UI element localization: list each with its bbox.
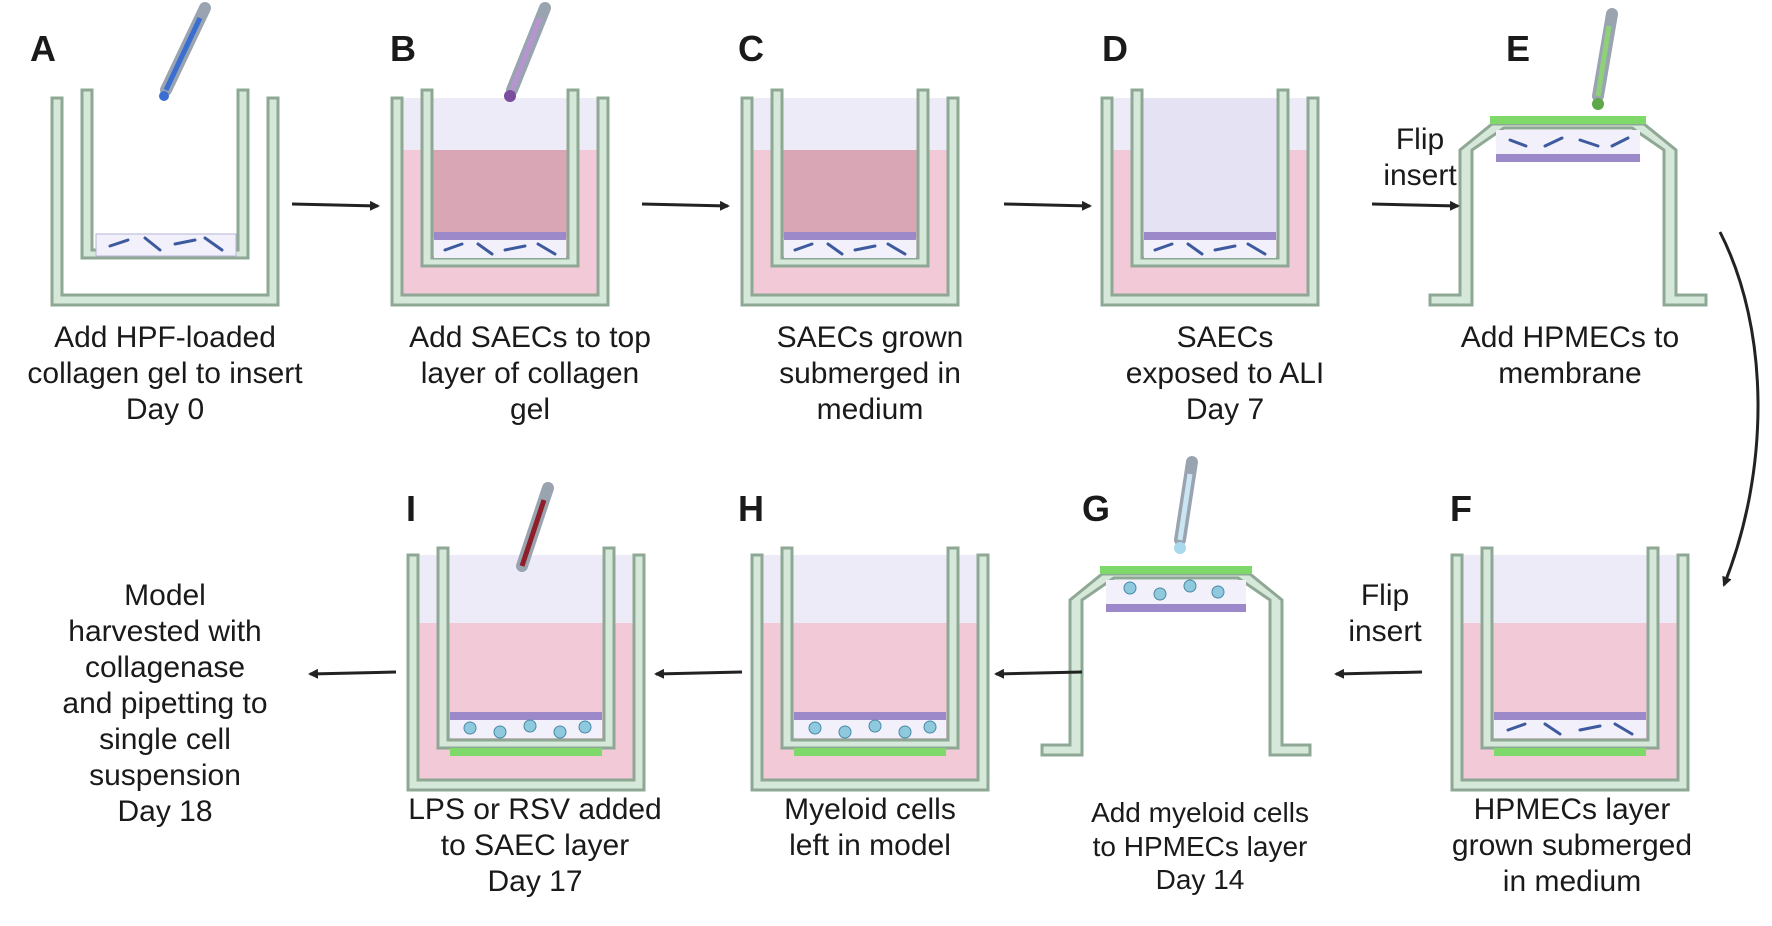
epithelium-e [1496, 154, 1640, 162]
arrow-b-to-c [641, 200, 730, 211]
caption-d: SAECs exposed to ALI Day 7 [1125, 321, 1325, 426]
well-i [406, 482, 646, 792]
arrow-i-to-final [308, 668, 397, 679]
well-h [750, 546, 990, 792]
droplet-a [159, 91, 169, 101]
arrow-e-to-f [1718, 231, 1760, 587]
caption-e: Add HPMECs to membrane [1460, 321, 1680, 390]
caption-i: LPS or RSV added to SAEC layer Day 17 [408, 793, 662, 898]
medium-inner-b [432, 150, 568, 238]
arrow-a-to-b [291, 200, 380, 211]
pipette-a [159, 2, 211, 101]
epithelium-b [434, 232, 566, 240]
collagen-gel-e [1496, 130, 1640, 154]
panel-letter-e: E [1506, 28, 1531, 69]
insert-g-flipped [1040, 456, 1312, 757]
collagen-gel-a [95, 233, 237, 257]
insert-e-flipped [1428, 8, 1708, 307]
well-c [740, 88, 960, 307]
panel-letter-i: I [406, 488, 417, 529]
panel-letter-a: A [30, 28, 56, 69]
pipette-i [516, 482, 554, 572]
endothelium-e [1490, 116, 1646, 124]
collagen-gel-b [434, 240, 566, 258]
caption-a: Add HPF-loaded collagen gel to insert Da… [27, 321, 303, 426]
panel-letter-b: B [390, 28, 416, 69]
pipette-e [1592, 8, 1618, 110]
pipette-g [1174, 456, 1198, 554]
caption-b: Add SAECs to top layer of collagen gel [409, 321, 651, 426]
flip-insert-label-top: Flip insert [1383, 123, 1457, 192]
myeloid-cells-g [1123, 579, 1225, 601]
droplet-e [1592, 98, 1604, 110]
caption-f: HPMECs layer grown submerged in medium [1451, 793, 1693, 898]
fibroblasts-a [108, 236, 224, 252]
caption-g: Add myeloid cells to HPMECs layer Day 14 [1091, 797, 1309, 896]
arrows [291, 200, 1760, 679]
final-step-text: Model harvested with collagenase and pip… [62, 579, 268, 828]
well-a [50, 2, 280, 307]
flip-insert-label-bottom: Flip insert [1348, 579, 1422, 648]
arrow-g-to-h [994, 668, 1083, 679]
arrow-h-to-i [654, 668, 743, 679]
pipette-b [504, 2, 551, 102]
panel-letter-c: C [738, 28, 764, 69]
well-f [1450, 546, 1690, 792]
caption-h: Myeloid cells left in model [784, 793, 956, 862]
arrow-c-to-d [1003, 200, 1092, 211]
arrow-d-to-e [1371, 200, 1460, 211]
panel-letter-d: D [1102, 28, 1128, 69]
panel-letter-g: G [1082, 488, 1111, 529]
well-d [1100, 88, 1320, 307]
caption-c: SAECs grown submerged in medium [776, 321, 964, 426]
droplet-g [1174, 542, 1186, 554]
panel-letter-h: H [738, 488, 764, 529]
droplet-b [504, 90, 516, 102]
panel-letter-f: F [1450, 488, 1472, 529]
well-b [390, 2, 610, 307]
arrow-f-to-g [1334, 668, 1423, 679]
